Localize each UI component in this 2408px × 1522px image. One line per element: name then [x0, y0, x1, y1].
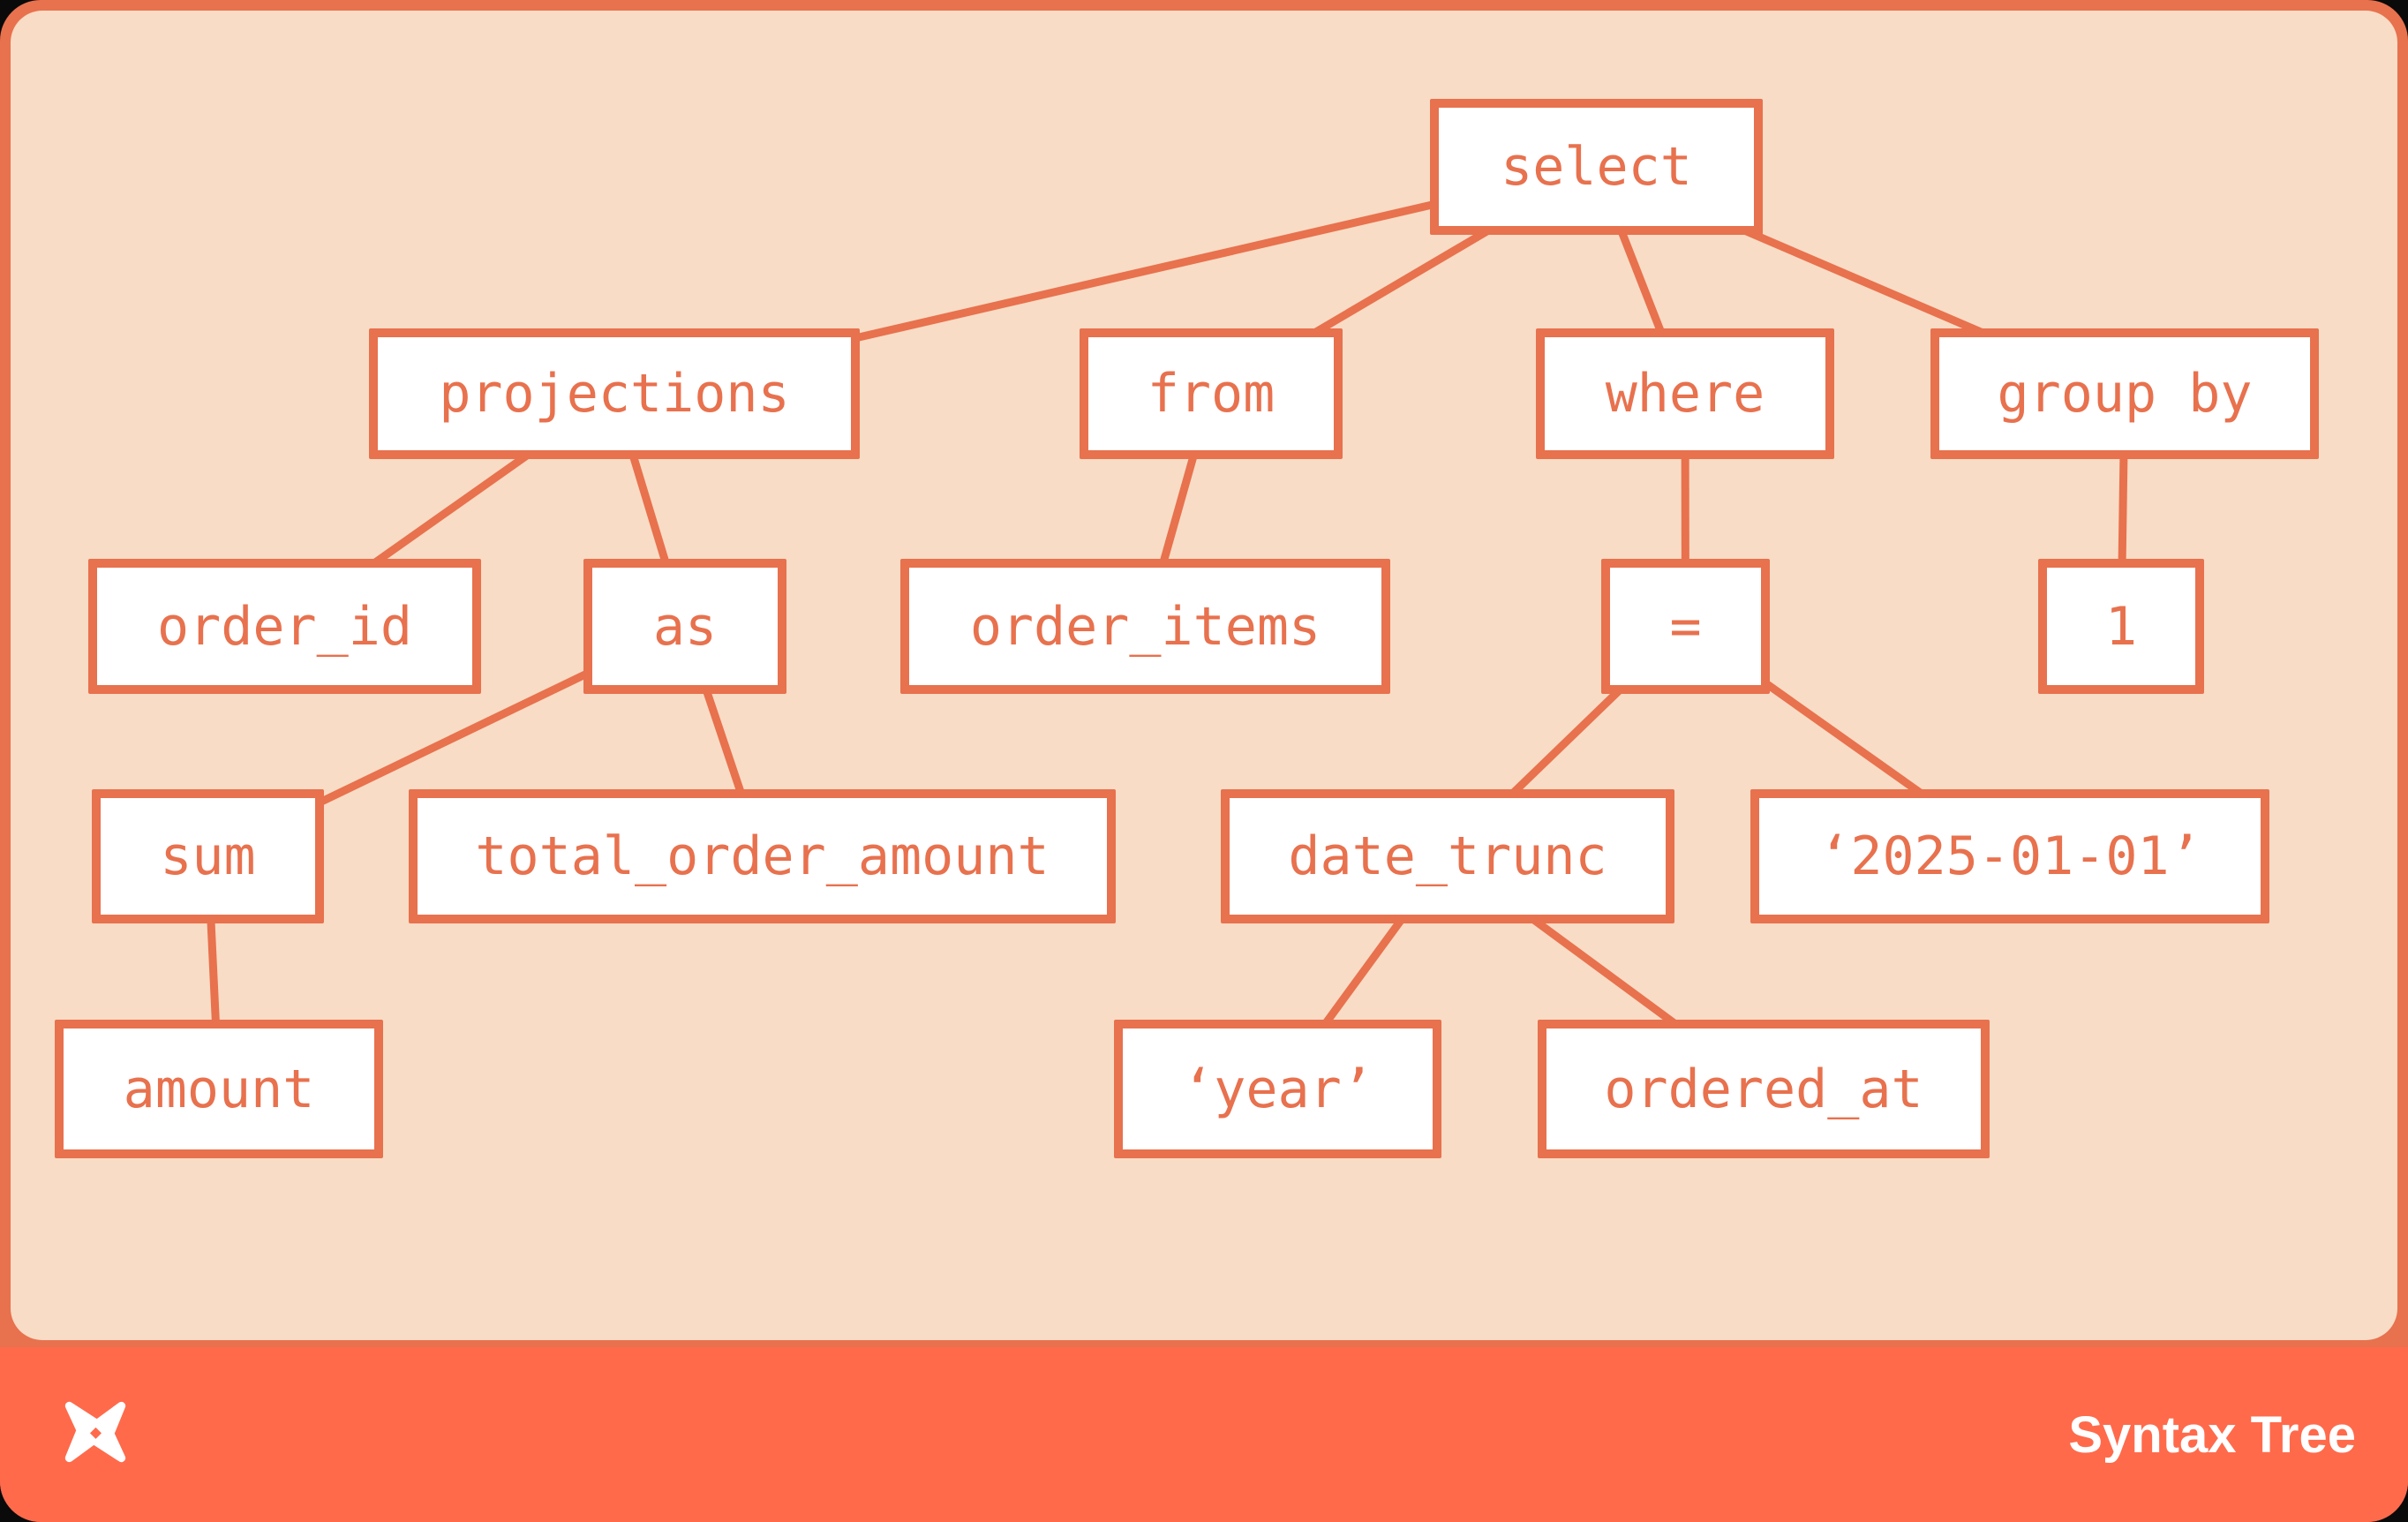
tree-node-from: from	[1080, 328, 1343, 459]
tree-node-ordered_at: ordered_at	[1538, 1020, 1990, 1158]
tree-node-date_trunc: date_trunc	[1221, 789, 1674, 923]
tree-node-eq: =	[1601, 559, 1770, 694]
tree-node-group_by: group by	[1930, 328, 2319, 459]
tree-node-order_id: order_id	[88, 559, 481, 694]
tree-node-projections: projections	[369, 328, 860, 459]
footer-bar: Syntax Tree	[0, 1347, 2408, 1522]
tree-node-select: select	[1430, 99, 1763, 235]
tree-node-one: 1	[2038, 559, 2204, 694]
tree-node-where: where	[1536, 328, 1834, 459]
tree-node-amount: amount	[55, 1020, 383, 1158]
footer-title: Syntax Tree	[2068, 1405, 2356, 1464]
dbt-logo-icon	[64, 1401, 126, 1463]
tree-node-lit_2025_01_01: ‘2025-01-01’	[1750, 789, 2269, 923]
tree-node-total_order_amount: total_order_amount	[409, 789, 1116, 923]
tree-node-as: as	[583, 559, 786, 694]
tree-node-order_items: order_items	[900, 559, 1390, 694]
tree-node-lit_year: ‘year’	[1114, 1020, 1441, 1158]
tree-node-sum: sum	[92, 789, 324, 923]
